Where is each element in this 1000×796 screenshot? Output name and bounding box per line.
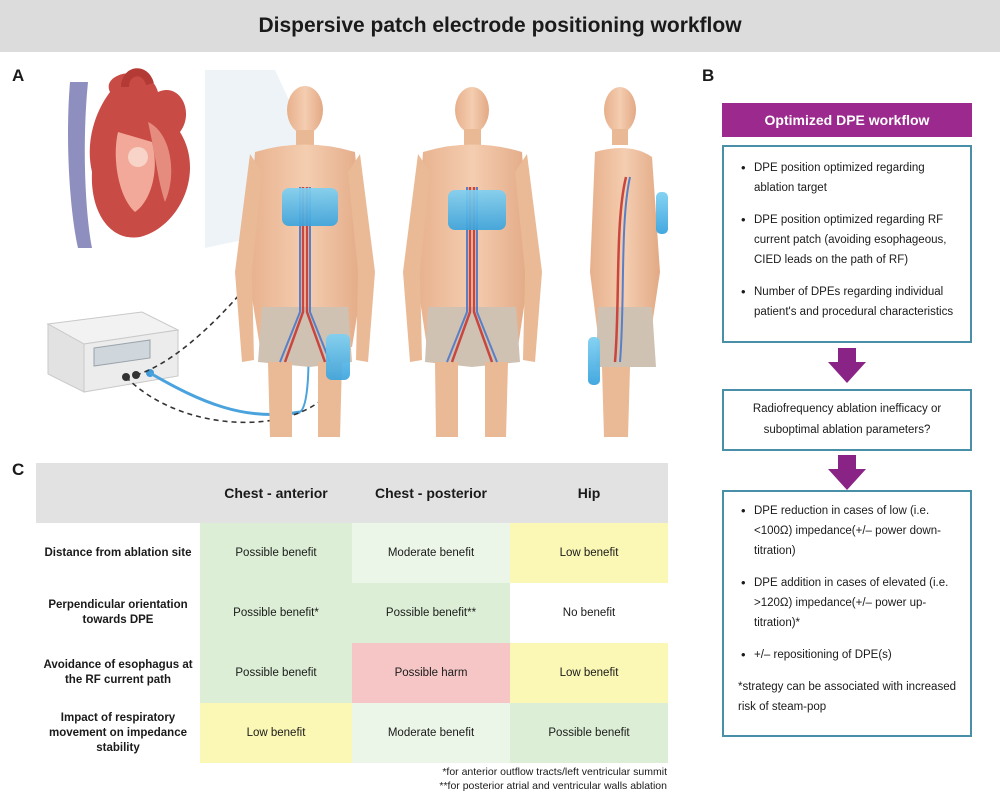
row-label: Perpendicular orientation towards DPE	[48, 599, 188, 626]
strategy-note: *strategy can be associated with increas…	[738, 681, 956, 713]
row-label: Avoidance of esophagus at the RF current…	[43, 659, 193, 686]
panel-label-a: A	[12, 66, 25, 85]
table-cell: Low benefit	[200, 703, 352, 763]
table-cell: No benefit	[510, 583, 668, 643]
anterior-body-figure	[235, 86, 375, 437]
table-cell: Moderate benefit	[352, 703, 510, 763]
table-cell: Possible benefit*	[200, 583, 352, 643]
row-label: Distance from ablation site	[44, 546, 192, 559]
table-cell: Possible benefit	[200, 523, 352, 583]
table-cell: Low benefit	[510, 643, 668, 703]
down-arrow-icon	[828, 348, 866, 383]
posterior-body-figure	[403, 87, 542, 437]
table-cell: Possible benefit	[510, 703, 668, 763]
table-cell: Possible benefit	[200, 643, 352, 703]
workflow-box-adjustment: DPE reduction in cases of low (i.e. <100…	[722, 490, 972, 737]
table-header-row	[36, 463, 668, 523]
lateral-body-figure	[588, 87, 668, 437]
rf-generator-device	[46, 311, 180, 393]
table-cell: Possible benefit**	[352, 583, 510, 643]
workflow-question-box: Radiofrequency ablation inefficacy or su…	[722, 389, 972, 451]
table-cell: Moderate benefit	[352, 523, 510, 583]
column-header: Chest - anterior	[224, 485, 328, 501]
down-arrow-icon	[828, 455, 866, 490]
panel-label-b: B	[702, 66, 715, 85]
list-item: DPE reduction in cases of low (i.e. <100…	[738, 501, 962, 561]
workflow-header: Optimized DPE workflow	[722, 103, 972, 137]
row-label: Impact of respiratory movement on impeda…	[48, 711, 188, 754]
optimization-list: DPE position optimized regarding ablatio…	[738, 158, 960, 322]
list-item: +/– repositioning of DPE(s)	[738, 645, 962, 665]
page-title: Dispersive patch electrode positioning w…	[258, 14, 742, 37]
footnote-2: **for posterior atrial and ventricular w…	[439, 780, 667, 792]
list-item: Number of DPEs regarding individual pati…	[738, 282, 960, 322]
title-bar: Dispersive patch electrode positioning w…	[0, 0, 1000, 52]
list-item: DPE addition in cases of elevated (i.e. …	[738, 573, 962, 633]
footnote-1: *for anterior outflow tracts/left ventri…	[442, 766, 667, 778]
heart-inset	[40, 68, 320, 248]
adjustment-list: DPE reduction in cases of low (i.e. <100…	[738, 501, 962, 665]
column-header: Hip	[577, 485, 601, 501]
list-item: DPE position optimized regarding RF curr…	[738, 210, 960, 270]
workflow-box-optimization: DPE position optimized regarding ablatio…	[722, 145, 972, 343]
column-header: Chest - posterior	[374, 485, 487, 501]
table-cell: Possible harm	[352, 643, 510, 703]
workflow-question: Radiofrequency ablation inefficacy or su…	[752, 403, 942, 436]
panel-label-c: C	[12, 460, 25, 479]
table-cell: Low benefit	[510, 523, 668, 583]
list-item: DPE position optimized regarding ablatio…	[738, 158, 960, 198]
dpe-placement-illustration	[40, 68, 668, 437]
